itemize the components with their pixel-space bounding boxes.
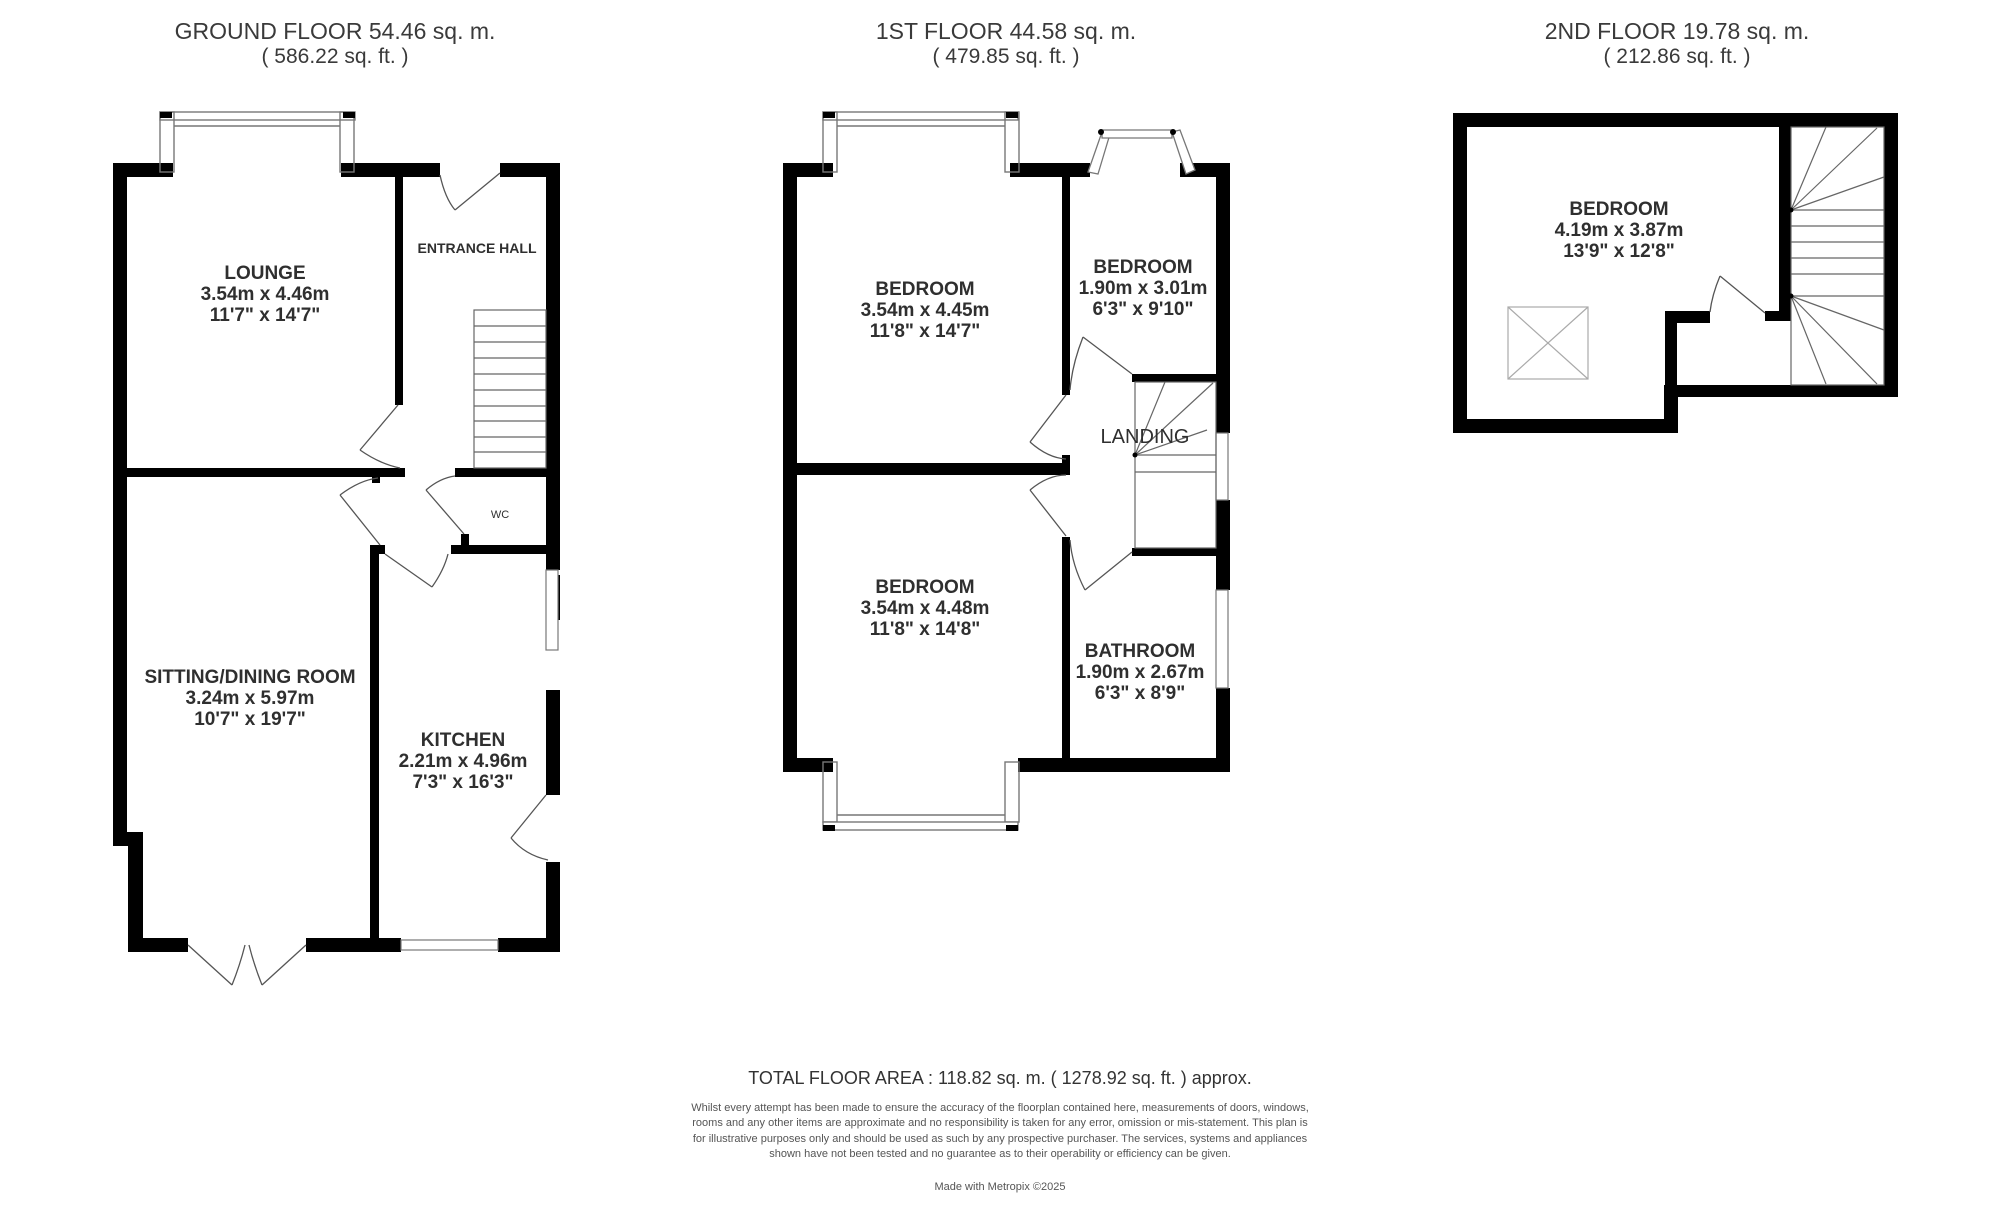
first-floor-plan bbox=[783, 111, 1230, 831]
second-floor-area-sqft: ( 212.86 sq. ft. ) bbox=[1603, 45, 1751, 68]
second-floor-area: 2ND FLOOR 19.78 sq. m. bbox=[1544, 18, 1810, 44]
ground-floor-plan bbox=[113, 111, 560, 986]
room-name: WC bbox=[490, 509, 510, 521]
room-bedroom-front: BEDROOM 3.54m x 4.45m 11'8" x 14'7" bbox=[861, 279, 990, 342]
room-metric: 1.90m x 2.67m bbox=[1075, 662, 1205, 683]
room-imperial: 6'3" x 9'10" bbox=[1092, 299, 1194, 320]
room-sitting-dining: SITTING/DINING ROOM 3.24m x 5.97m 10'7" … bbox=[144, 667, 355, 730]
room-metric: 3.54m x 4.48m bbox=[860, 598, 990, 619]
room-imperial: 7'3" x 16'3" bbox=[412, 772, 514, 793]
room-wc: WC bbox=[491, 505, 509, 526]
disclaimer-text: Whilst every attempt has been made to en… bbox=[691, 1102, 1309, 1161]
room-entrance-hall: ENTRANCE HALL bbox=[418, 238, 537, 259]
room-bedroom-attic: BEDROOM 4.19m x 3.87m 13'9" x 12'8" bbox=[1555, 199, 1684, 262]
room-name: BEDROOM bbox=[1569, 199, 1669, 220]
room-bedroom-rear: BEDROOM 3.54m x 4.48m 11'8" x 14'8" bbox=[861, 577, 990, 640]
room-metric: 3.24m x 5.97m bbox=[185, 688, 315, 709]
room-metric: 4.19m x 3.87m bbox=[1554, 220, 1684, 241]
first-floor-area: 1ST FLOOR 44.58 sq. m. bbox=[875, 18, 1137, 44]
room-metric: 2.21m x 4.96m bbox=[398, 751, 528, 772]
ground-floor-area: GROUND FLOOR 54.46 sq. m. bbox=[174, 18, 496, 44]
room-imperial: 10'7" x 19'7" bbox=[194, 709, 306, 730]
room-name: ENTRANCE HALL bbox=[417, 240, 537, 256]
room-name: KITCHEN bbox=[420, 730, 506, 751]
room-bathroom: BATHROOM 1.90m x 2.67m 6'3" x 8'9" bbox=[1076, 641, 1205, 704]
room-kitchen: KITCHEN 2.21m x 4.96m 7'3" x 16'3" bbox=[399, 730, 528, 793]
room-name: BEDROOM bbox=[875, 577, 975, 598]
room-imperial: 11'8" x 14'7" bbox=[869, 321, 981, 342]
room-metric: 1.90m x 3.01m bbox=[1078, 278, 1208, 299]
room-landing: LANDING bbox=[1101, 427, 1190, 448]
room-name: BEDROOM bbox=[875, 279, 975, 300]
room-bedroom-small: BEDROOM 1.90m x 3.01m 6'3" x 9'10" bbox=[1079, 257, 1208, 320]
ground-floor-area-sqft: ( 586.22 sq. ft. ) bbox=[261, 45, 409, 68]
room-imperial: 13'9" x 12'8" bbox=[1563, 241, 1675, 262]
room-name: BATHROOM bbox=[1084, 641, 1196, 662]
ground-floor-title: GROUND FLOOR 54.46 sq. m. ( 586.22 sq. f… bbox=[135, 18, 535, 70]
credit-text: Made with Metropix ©2025 bbox=[934, 1181, 1066, 1193]
room-name: SITTING/DINING ROOM bbox=[144, 667, 356, 688]
skylight-icon bbox=[1507, 306, 1589, 380]
room-metric: 3.54m x 4.45m bbox=[860, 300, 990, 321]
room-name: LANDING bbox=[1100, 426, 1190, 448]
room-imperial: 6'3" x 8'9" bbox=[1094, 683, 1186, 704]
second-floor-plan bbox=[1453, 113, 1898, 433]
second-floor-title: 2ND FLOOR 19.78 sq. m. ( 212.86 sq. ft. … bbox=[1477, 18, 1877, 70]
room-imperial: 11'8" x 14'8" bbox=[869, 619, 981, 640]
first-floor-area-sqft: ( 479.85 sq. ft. ) bbox=[932, 45, 1080, 68]
room-lounge: LOUNGE 3.54m x 4.46m 11'7" x 14'7" bbox=[201, 263, 330, 326]
room-imperial: 11'7" x 14'7" bbox=[209, 305, 321, 326]
room-metric: 3.54m x 4.46m bbox=[200, 284, 330, 305]
total-floor-area: TOTAL FLOOR AREA : 118.82 sq. m. ( 1278.… bbox=[748, 1068, 1252, 1088]
first-floor-title: 1ST FLOOR 44.58 sq. m. ( 479.85 sq. ft. … bbox=[806, 18, 1206, 70]
room-name: BEDROOM bbox=[1093, 257, 1193, 278]
room-name: LOUNGE bbox=[224, 263, 306, 284]
